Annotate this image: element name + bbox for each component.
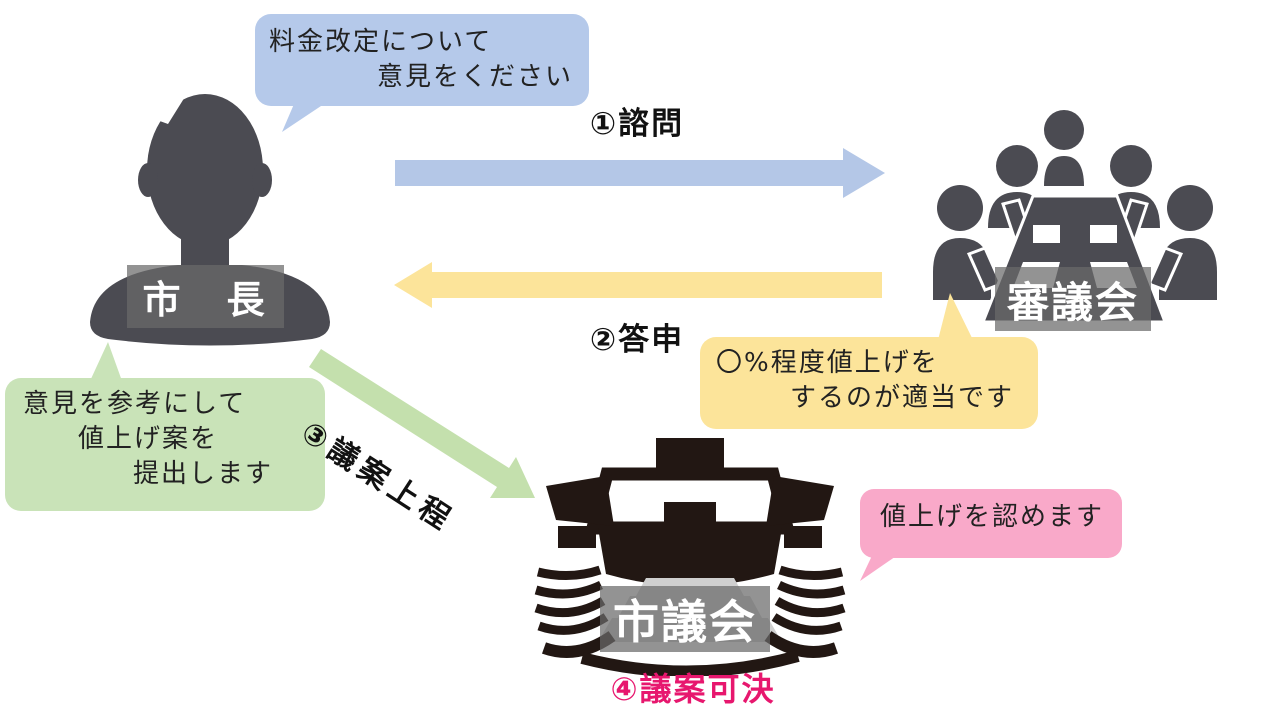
propose-line-1: 意見を参考にして [23,389,247,419]
council-label: 審議会 [995,267,1151,331]
consult-line-1: 料金改定について [269,27,493,57]
approve-line-1: 値上げを認めます [880,502,1105,532]
mayor-label: 市 長 [127,265,284,328]
assembly-label: 市議会 [600,586,770,652]
approve-speech-bubble: 値上げを認めます [860,489,1122,558]
propose-bubble-tail-icon [90,342,122,381]
propose-line-2: 値上げ案を [78,424,219,454]
assembly-hall-icon [534,438,846,676]
report-arrow-icon [394,262,882,308]
step4-bill-approved-label: ④議案可決 [610,670,776,708]
step1-consultation-label: ①諮問 [589,106,685,142]
report-line-2: するのが適当です [790,383,1015,413]
consult-line-2: 意見をください [377,62,574,92]
bill-submission-arrow-icon [309,349,535,498]
report-line-1: 〇%程度値上げを [716,348,939,378]
report-speech-bubble: 〇%程度値上げを するのが適当です [700,337,1038,429]
propose-line-3: 提出します [133,459,274,489]
propose-speech-bubble: 意見を参考にして 値上げ案を 提出します [5,378,325,511]
step2-report-label: ②答申 [589,322,685,358]
consult-speech-bubble: 料金改定について 意見をください [255,14,589,106]
report-bubble-tail-icon [938,293,973,340]
consultation-arrow-icon [395,148,885,198]
